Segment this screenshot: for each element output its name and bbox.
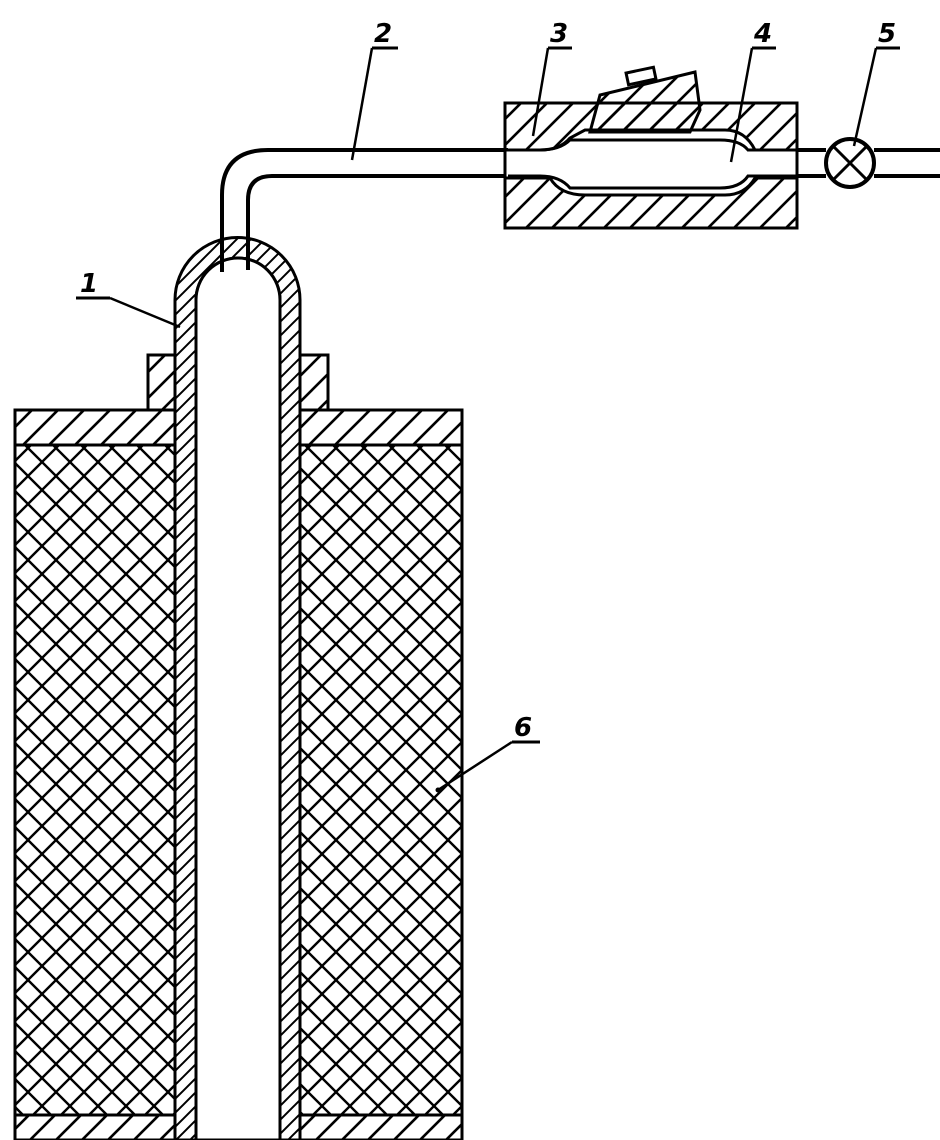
tube-inner (194, 256, 282, 1140)
reaction-tube (173, 236, 302, 1140)
top-plate-right (298, 408, 464, 447)
collar-left (146, 353, 177, 412)
sample-ampoule (508, 138, 825, 190)
callouts: 1 2 3 4 5 6 (76, 19, 900, 793)
connecting-pipe (220, 148, 508, 272)
pipe-inner (246, 174, 508, 270)
insulation-block (13, 353, 464, 1140)
outlet-line (797, 137, 940, 189)
callout-label-4: 4 (753, 19, 772, 49)
top-plate-left (13, 408, 177, 447)
callout-2: 2 (350, 19, 398, 161)
holder-block (503, 65, 799, 230)
bottom-plate-left (13, 1113, 177, 1140)
callout-4: 4 (729, 19, 776, 163)
callout-1: 1 (76, 269, 181, 329)
callout-label-6: 6 (514, 713, 532, 743)
bottom-plate-right (298, 1113, 464, 1140)
collar-right (298, 353, 330, 412)
callout-6: 6 (435, 713, 540, 793)
callout-5: 5 (852, 19, 900, 147)
callout-label-2: 2 (374, 19, 392, 49)
callout-label-5: 5 (878, 19, 896, 49)
pipe-outer (220, 148, 508, 272)
insulation-left (13, 443, 177, 1117)
clamp-screw (588, 65, 702, 134)
callout-label-1: 1 (80, 269, 98, 299)
callout-3: 3 (531, 19, 572, 137)
callout-label-3: 3 (550, 19, 568, 49)
insulation-right (298, 443, 464, 1117)
valve-icon (824, 137, 876, 189)
